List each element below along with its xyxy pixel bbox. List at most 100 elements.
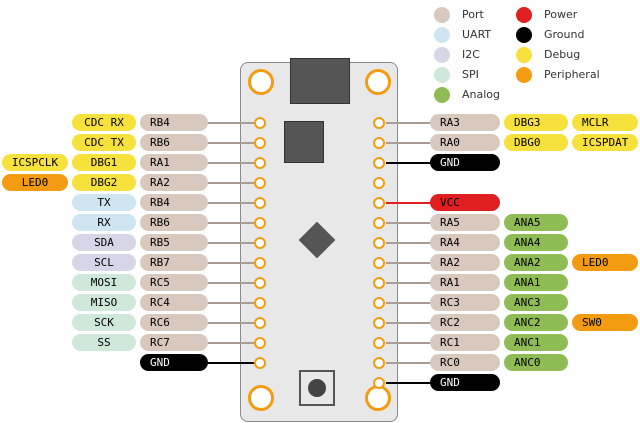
legend-swatch [434, 87, 450, 103]
left-port-rb4: RB4 [140, 114, 208, 131]
left-func-tx: TX [72, 194, 136, 211]
right-func-anc2: ANC2 [504, 314, 568, 331]
left-func-sck: SCK [72, 314, 136, 331]
legend-label: I2C [462, 48, 480, 61]
chip [284, 121, 324, 163]
right-port-ra1: RA1 [430, 274, 500, 291]
left-func-dbg1: DBG1 [72, 154, 136, 171]
left-func-scl: SCL [72, 254, 136, 271]
pin-lead [205, 122, 255, 124]
left-port-ra1: RA1 [140, 154, 208, 171]
pin-pad [254, 157, 266, 169]
mounting-hole-top-left [248, 69, 274, 95]
pin-pad [254, 317, 266, 329]
left-port-rc4: RC4 [140, 294, 208, 311]
legend-swatch [516, 27, 532, 43]
left-func-cdc-rx: CDC RX [72, 114, 136, 131]
left-port-rc6: RC6 [140, 314, 208, 331]
legend-swatch [434, 47, 450, 63]
pin-lead [205, 282, 255, 284]
left-port-rb6: RB6 [140, 134, 208, 151]
left-func-rx: RX [72, 214, 136, 231]
legend-label: Peripheral [544, 68, 600, 81]
pin-pad [373, 317, 385, 329]
left-port-rc7: RC7 [140, 334, 208, 351]
pin-lead [386, 242, 432, 244]
pin-lead [386, 202, 432, 204]
pin-lead [386, 142, 432, 144]
right-port-ra5: RA5 [430, 214, 500, 231]
pin-lead [386, 322, 432, 324]
legend-label: Power [544, 8, 578, 21]
right-port-ra0: RA0 [430, 134, 500, 151]
right-port-vcc: VCC [430, 194, 500, 211]
right-port-gnd: GND [430, 154, 500, 171]
reset-button-cap[interactable] [308, 379, 326, 397]
legend-label: Ground [544, 28, 585, 41]
right-func-dbg0: DBG0 [504, 134, 568, 151]
right-func-sw0: SW0 [572, 314, 638, 331]
pin-lead [205, 342, 255, 344]
pin-pad [254, 257, 266, 269]
right-port-rc3: RC3 [430, 294, 500, 311]
pin-lead [205, 202, 255, 204]
right-func-icspdat: ICSPDAT [572, 134, 638, 151]
pin-lead [205, 242, 255, 244]
right-func-ana2: ANA2 [504, 254, 568, 271]
mounting-hole-top-right [365, 69, 391, 95]
pin-pad [254, 277, 266, 289]
pin-pad [373, 277, 385, 289]
left-func-mosi: MOSI [72, 274, 136, 291]
left-func-ss: SS [72, 334, 136, 351]
pin-pad [373, 297, 385, 309]
pin-pad [373, 217, 385, 229]
pin-pad [373, 257, 385, 269]
left-port-rc5: RC5 [140, 274, 208, 291]
right-func-dbg3: DBG3 [504, 114, 568, 131]
reset-button[interactable] [299, 370, 335, 406]
pin-lead [205, 302, 255, 304]
legend-swatch [516, 7, 532, 23]
pin-pad [373, 177, 385, 189]
right-port-rc0: RC0 [430, 354, 500, 371]
pin-pad [254, 117, 266, 129]
left-func-miso: MISO [72, 294, 136, 311]
pin-lead [386, 162, 432, 164]
right-port-gnd: GND [430, 374, 500, 391]
legend-label: Analog [462, 88, 501, 101]
pin-pad [373, 357, 385, 369]
right-port-rc2: RC2 [430, 314, 500, 331]
pin-pad [373, 117, 385, 129]
pin-lead [205, 322, 255, 324]
left-port-ra2: RA2 [140, 174, 208, 191]
left-port-rb6: RB6 [140, 214, 208, 231]
pin-lead [386, 382, 432, 384]
board [240, 58, 398, 422]
right-func-ana1: ANA1 [504, 274, 568, 291]
pin-pad [254, 137, 266, 149]
right-func-ana5: ANA5 [504, 214, 568, 231]
right-port-ra2: RA2 [430, 254, 500, 271]
pin-lead [386, 122, 432, 124]
left-port-rb5: RB5 [140, 234, 208, 251]
left-port-rb4: RB4 [140, 194, 208, 211]
pin-pad [373, 337, 385, 349]
pin-pad [373, 377, 385, 389]
pin-pad [254, 337, 266, 349]
pin-lead [205, 362, 255, 364]
pin-pad [254, 197, 266, 209]
legend-swatch [516, 47, 532, 63]
pin-lead [205, 222, 255, 224]
right-func-ana4: ANA4 [504, 234, 568, 251]
pin-lead [386, 282, 432, 284]
pin-pad [254, 177, 266, 189]
right-func-mclr: MCLR [572, 114, 638, 131]
pin-lead [205, 182, 255, 184]
usb-connector [290, 58, 350, 104]
pin-lead [386, 262, 432, 264]
left-func-sda: SDA [72, 234, 136, 251]
diamond-chip [298, 221, 336, 259]
pin-lead [386, 222, 432, 224]
legend-label: Port [462, 8, 484, 21]
left-func-led0: LED0 [2, 174, 68, 191]
